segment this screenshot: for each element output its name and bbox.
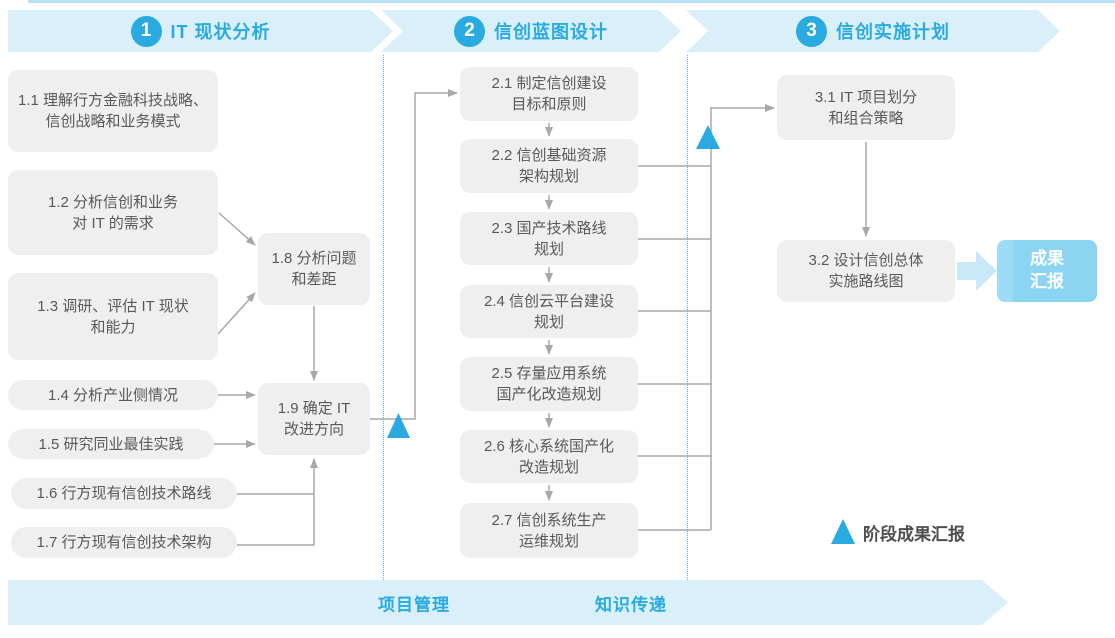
task-box-2-1: 2.1 制定信创建设 目标和原则	[460, 67, 638, 121]
phase-2-number-badge: 2	[454, 16, 485, 47]
phase-banner-3: 3 信创实施计划	[686, 10, 1060, 52]
task-box-1-2: 1.2 分析信创和业务 对 IT 的需求	[8, 170, 218, 255]
phase-divider-line-2	[687, 55, 688, 580]
phase-banner-2: 2 信创蓝图设计	[381, 10, 681, 52]
project-management-label: 项目管理	[378, 595, 450, 614]
task-box-3-2: 3.2 设计信创总体 实施路线图	[777, 240, 955, 302]
task-box-1-6: 1.6 行方现有信创技术路线	[11, 478, 237, 509]
connector-1-9-to-2-1	[370, 89, 458, 420]
task-box-3-1: 3.1 IT 项目划分 和组合策略	[777, 75, 955, 140]
phase-2-title: 信创蓝图设计	[494, 22, 608, 42]
task-box-2-2: 2.2 信创基础资源 架构规划	[460, 139, 638, 193]
connector-1-2-to-1-8	[218, 212, 256, 246]
collector-to-3-1	[710, 104, 775, 530]
phase-3-number-badge: 3	[796, 16, 827, 47]
task-box-1-9: 1.9 确定 IT 改进方向	[258, 383, 370, 455]
task-box-1-3: 1.3 调研、评估 IT 现状 和能力	[8, 273, 218, 360]
task-box-1-4: 1.4 分析产业侧情况	[8, 380, 218, 410]
phase-divider-line-1	[383, 55, 384, 580]
task-box-2-6: 2.6 核心系统国产化 改造规划	[460, 430, 638, 483]
top-edge-strip	[28, 0, 1115, 3]
legend-triangle-icon	[831, 519, 855, 544]
phase-1-title: IT 现状分析	[170, 22, 271, 42]
task-box-1-8: 1.8 分析问题 和差距	[258, 233, 370, 305]
task-box-1-7: 1.7 行方现有信创技术架构	[11, 527, 237, 558]
footer-banner: 项目管理 知识传递	[8, 580, 1008, 625]
task-box-2-3: 2.3 国产技术路线 规划	[460, 212, 638, 265]
task-box-1-1: 1.1 理解行方金融科技战略、 信创战略和业务模式	[8, 70, 218, 152]
knowledge-transfer-label: 知识传递	[595, 595, 667, 614]
legend-milestone-label: 阶段成果汇报	[863, 525, 965, 544]
milestone-triangle-phase2	[696, 125, 720, 149]
task-box-2-5: 2.5 存量应用系统 国产化改造规划	[460, 357, 638, 411]
phase-1-number-badge: 1	[131, 16, 162, 47]
result-arrow	[957, 251, 997, 291]
connector-1-3-to-1-8	[217, 292, 256, 335]
phase-3-title: 信创实施计划	[836, 22, 950, 42]
phase-banner-1: 1 IT 现状分析	[8, 10, 393, 52]
result-report-box: 成果 汇报	[997, 240, 1097, 302]
task-box-1-5: 1.5 研究同业最佳实践	[8, 429, 214, 459]
connector-1-7-to-1-9	[237, 458, 318, 546]
task-box-2-4: 2.4 信创云平台建设 规划	[460, 285, 638, 338]
task-box-2-7: 2.7 信创系统生产 运维规划	[460, 503, 638, 558]
milestone-triangle-phase1	[387, 413, 410, 438]
